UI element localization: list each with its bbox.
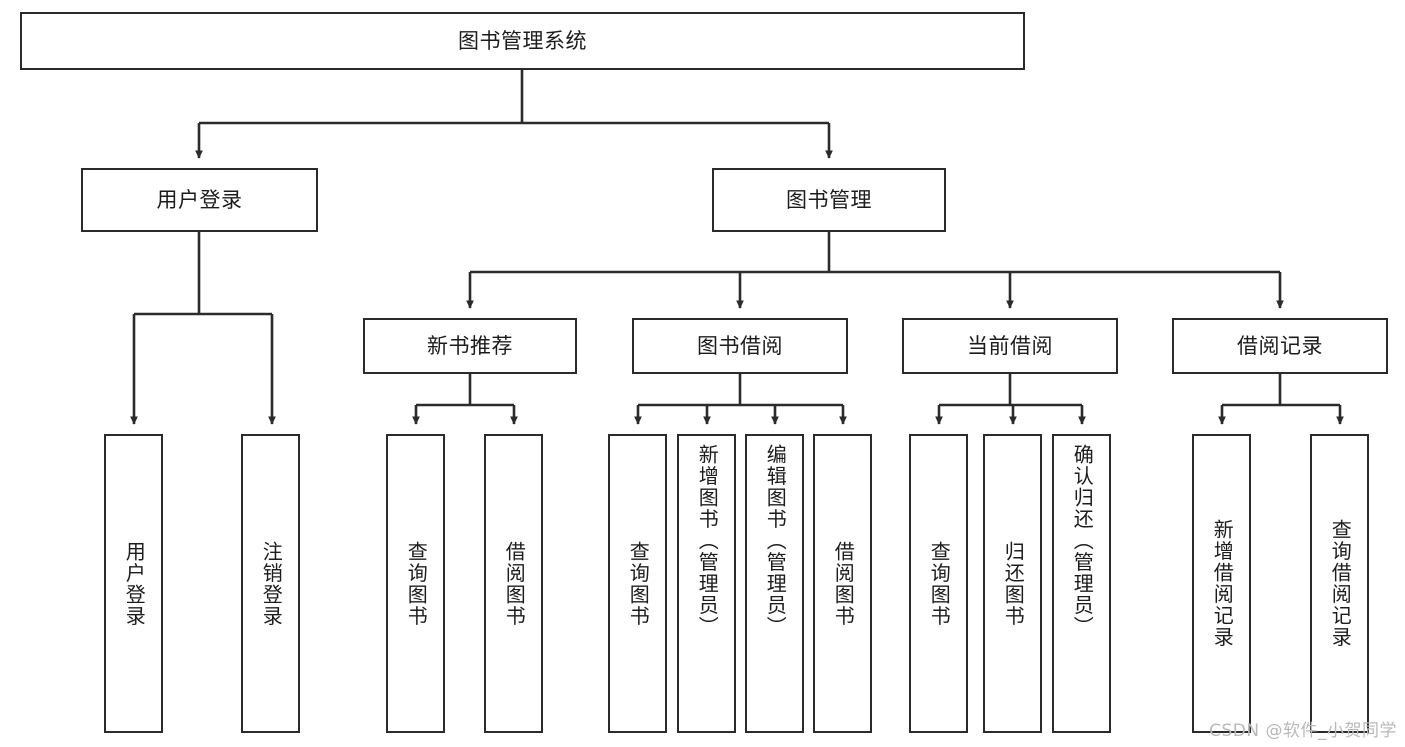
node-leaf-confirm-return-admin[interactable]: 确认归还（管理员）: [1052, 434, 1111, 733]
node-leaf-confirm-return-admin-label: 确认归还（管理员）: [1070, 444, 1095, 638]
node-borrow-record[interactable]: 借阅记录: [1172, 318, 1388, 374]
node-leaf-query-book-1-label: 查询图书: [404, 540, 429, 627]
node-leaf-add-book-admin-label: 新增图书（管理员）: [695, 444, 720, 638]
node-leaf-return-book-label: 归还图书: [1001, 540, 1026, 627]
node-leaf-borrow-book-2[interactable]: 借阅图书: [813, 434, 872, 733]
node-leaf-borrow-book-1[interactable]: 借阅图书: [484, 434, 543, 733]
node-new-book-recommend-label: 新书推荐: [427, 333, 513, 358]
node-user-login-label: 用户登录: [156, 187, 243, 212]
node-leaf-query-book-2-label: 查询图书: [626, 540, 651, 627]
node-new-book-recommend[interactable]: 新书推荐: [363, 318, 577, 374]
node-book-borrow-label: 图书借阅: [697, 333, 783, 358]
node-current-borrow-label: 当前借阅: [967, 333, 1053, 358]
node-leaf-add-borrow-record[interactable]: 新增借阅记录: [1192, 434, 1251, 733]
node-borrow-record-label: 借阅记录: [1237, 333, 1323, 358]
node-leaf-query-borrow-record-label: 查询借阅记录: [1328, 519, 1353, 648]
node-leaf-user-login[interactable]: 用户登录: [104, 434, 163, 733]
node-leaf-add-book-admin[interactable]: 新增图书（管理员）: [677, 434, 736, 733]
node-leaf-borrow-book-1-label: 借阅图书: [502, 540, 527, 627]
node-leaf-borrow-book-2-label: 借阅图书: [831, 540, 856, 627]
node-root-label: 图书管理系统: [458, 28, 587, 53]
node-leaf-add-borrow-record-label: 新增借阅记录: [1210, 519, 1235, 648]
node-current-borrow[interactable]: 当前借阅: [902, 318, 1118, 374]
node-leaf-edit-book-admin[interactable]: 编辑图书（管理员）: [745, 434, 804, 733]
node-leaf-user-login-label: 用户登录: [122, 540, 147, 627]
node-leaf-user-logout-label: 注销登录: [259, 540, 284, 627]
csdn-watermark: CSDN @软件_小贺同学: [1209, 721, 1397, 741]
node-leaf-query-book-3-label: 查询图书: [927, 540, 952, 627]
node-book-borrow[interactable]: 图书借阅: [632, 318, 848, 374]
node-root[interactable]: 图书管理系统: [20, 12, 1025, 70]
node-leaf-query-book-1[interactable]: 查询图书: [386, 434, 445, 733]
node-leaf-query-book-3[interactable]: 查询图书: [909, 434, 968, 733]
node-leaf-edit-book-admin-label: 编辑图书（管理员）: [763, 444, 788, 638]
node-leaf-query-borrow-record[interactable]: 查询借阅记录: [1310, 434, 1369, 733]
node-book-manage-label: 图书管理: [786, 187, 872, 212]
node-leaf-user-logout[interactable]: 注销登录: [241, 434, 300, 733]
node-leaf-query-book-2[interactable]: 查询图书: [608, 434, 667, 733]
node-book-manage[interactable]: 图书管理: [712, 168, 946, 232]
node-user-login[interactable]: 用户登录: [81, 168, 318, 232]
node-leaf-return-book[interactable]: 归还图书: [983, 434, 1042, 733]
